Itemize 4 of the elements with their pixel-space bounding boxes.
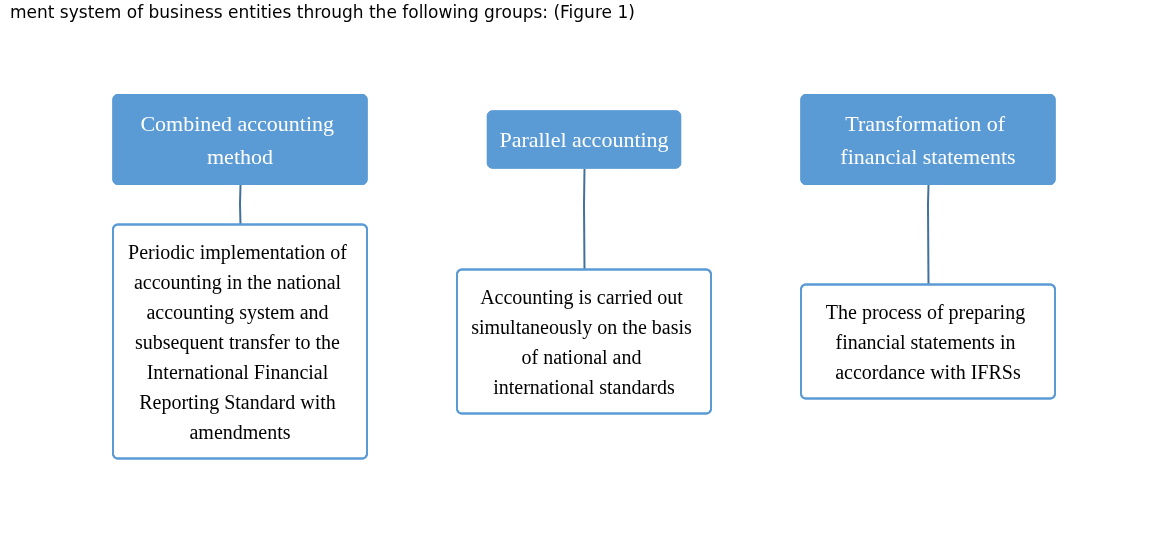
connector [926,184,929,286]
intro-text: ment system of business entities through the following groups: (Figure 1) [10,2,635,22]
connector [582,167,585,271]
connector [238,184,241,226]
